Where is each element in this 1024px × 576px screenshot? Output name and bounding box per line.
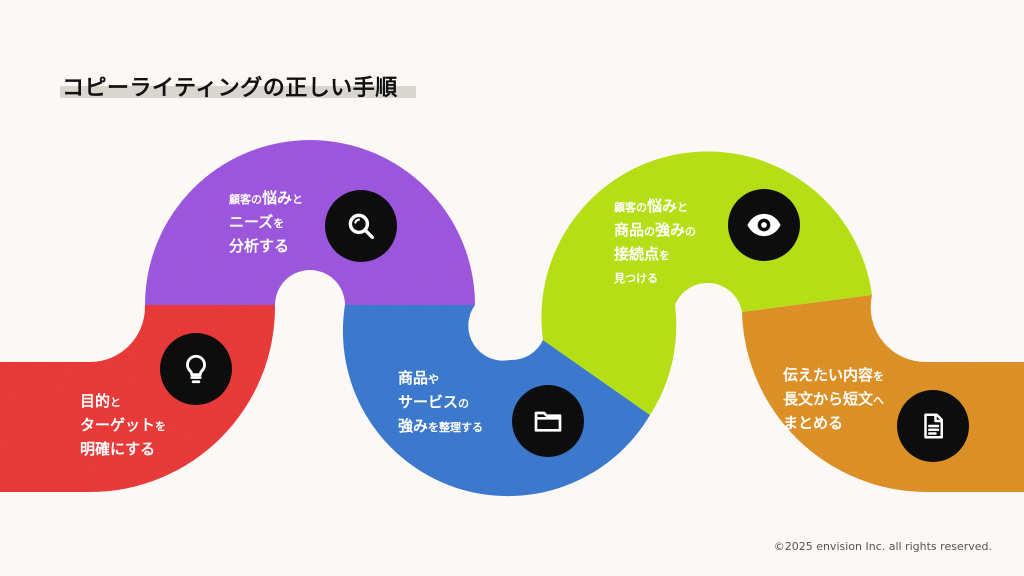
copyright-notice: ©2025 envision Inc. all rights reserved.	[773, 540, 992, 553]
lightbulb-icon	[186, 354, 206, 384]
step-2-icon-circle	[325, 190, 397, 262]
step-4-text: の	[644, 224, 656, 238]
step-3-text: 強み	[398, 416, 429, 435]
step-3-text: サービス	[398, 392, 459, 411]
step-5-text: 伝えたい内容	[783, 366, 874, 384]
step-2-text: 悩み	[262, 189, 293, 207]
step-3-icon-circle	[512, 385, 584, 457]
step-3-text: を整理する	[428, 420, 484, 434]
step-5-text: を	[873, 370, 885, 383]
step-2-text: を	[273, 216, 285, 230]
step-1-text: を	[155, 419, 167, 433]
step-1-text: と	[110, 396, 122, 409]
step-4-text: 悩み	[647, 197, 678, 215]
step-2-text: 顧客の	[229, 193, 262, 206]
step-4-icon-circle	[728, 189, 800, 261]
step-5-text: 長文から短文	[783, 389, 874, 408]
step-3-label: 商品や サービスの 強みを整理する	[398, 366, 483, 437]
step-5-label: 伝えたい内容を 長文から短文へ まとめる	[783, 363, 884, 434]
step-1-text: 目的	[80, 392, 111, 410]
step-1-text: ターゲット	[80, 415, 156, 434]
step-2-text: ニーズ	[229, 212, 274, 231]
document-icon	[924, 413, 943, 439]
step-4-label: 顧客の悩みと 商品の強みの 接続点を 見つける	[614, 194, 696, 288]
step-4-text: 見つける	[614, 272, 658, 286]
eye-icon	[747, 213, 781, 237]
step-5-icon-circle	[897, 390, 969, 462]
step-5-text: まとめる	[783, 413, 844, 432]
step-2-text: と	[292, 193, 304, 206]
step-3-text: 商品	[398, 369, 429, 387]
folder-icon	[534, 411, 562, 432]
page-title: コピーライティングの正しい手順	[62, 76, 398, 101]
step-4-text: 接続点	[614, 244, 660, 263]
step-4-text: を	[659, 248, 671, 262]
step-5-text: へ	[873, 393, 885, 407]
step-3-text: や	[428, 373, 440, 386]
step-4-text: 商品	[614, 220, 645, 239]
step-1-icon-circle	[160, 333, 232, 405]
road-segment-2	[145, 140, 475, 305]
step-3-text: の	[458, 396, 470, 410]
step-2-label: 顧客の悩みと ニーズを 分析する	[229, 186, 303, 257]
road-segment-3	[342, 305, 650, 497]
step-4-text: の	[636, 201, 647, 214]
step-1-label: 目的と ターゲットを 明確にする	[80, 389, 166, 460]
step-4-text: 強み	[655, 220, 686, 239]
step-1-text: 明確にする	[80, 439, 156, 458]
search-icon	[348, 213, 375, 240]
step-4-text: と	[677, 201, 689, 214]
title-highlight	[60, 86, 416, 98]
step-4-text: 顧客	[614, 201, 636, 214]
step-2-text: 分析する	[229, 236, 290, 255]
step-4-text: の	[685, 224, 697, 238]
